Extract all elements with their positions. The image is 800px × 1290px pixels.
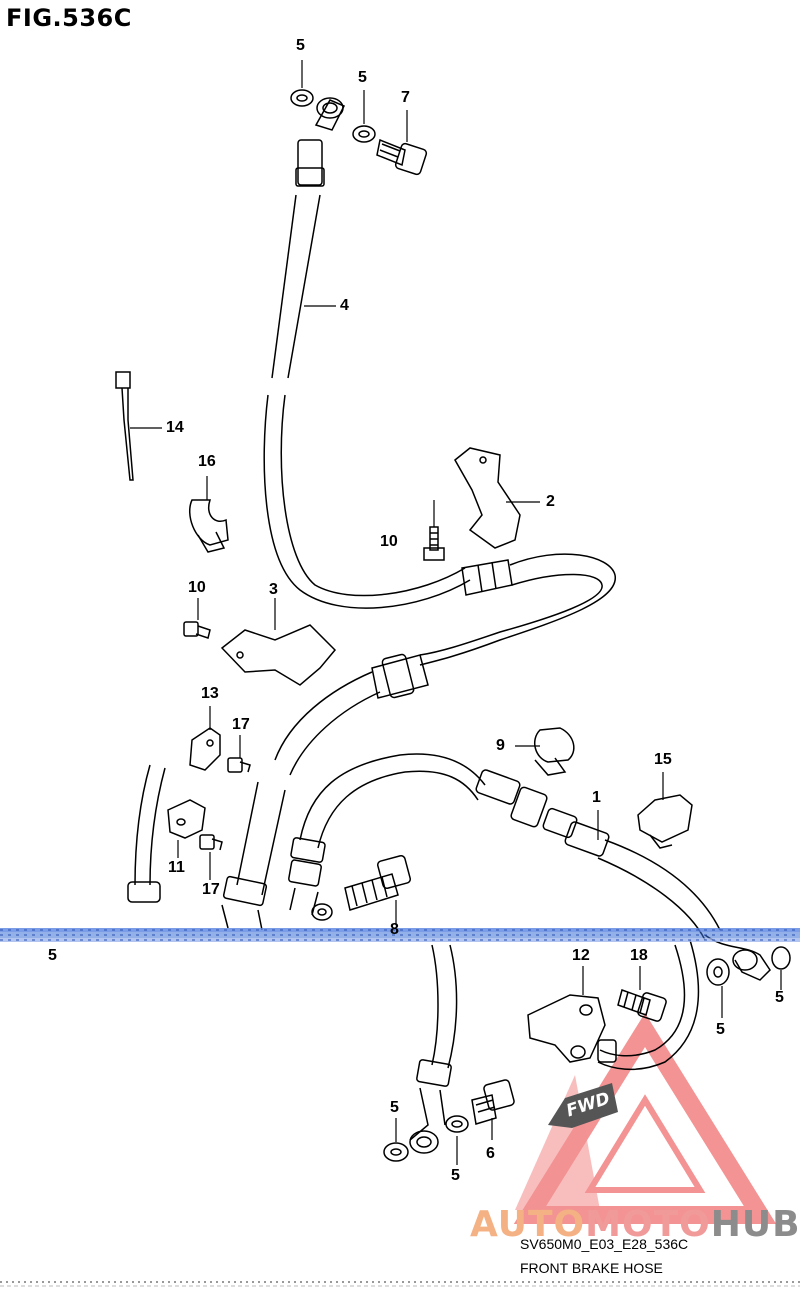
callout-5-bottom-b: 5 <box>451 1167 460 1184</box>
callout-7: 7 <box>401 89 410 106</box>
cable-tie-14 <box>115 371 134 481</box>
bracket-12 <box>527 994 606 1063</box>
callout-5-right-a: 5 <box>716 1021 725 1038</box>
callout-16: 16 <box>198 453 216 470</box>
washer-5-bottom-b <box>445 1115 469 1133</box>
callout-12: 12 <box>572 947 590 964</box>
clamp-11 <box>167 799 206 839</box>
hose-joint-upper <box>419 553 616 666</box>
callout-8: 8 <box>390 921 399 938</box>
washer-5-upper-right <box>352 125 376 143</box>
callout-17-a: 17 <box>232 716 250 733</box>
union-bolt-6 <box>471 1079 515 1125</box>
upper-brake-hose <box>263 97 471 609</box>
leader-lines <box>130 60 782 1165</box>
callout-5-top: 5 <box>296 37 305 54</box>
callout-13: 13 <box>201 685 219 702</box>
washer-5-top <box>290 89 314 107</box>
clip-9 <box>533 727 575 776</box>
clamp-15 <box>637 794 693 849</box>
bolt-17-b <box>199 834 223 851</box>
figure-title: FIG.536C <box>6 4 132 32</box>
callout-2: 2 <box>546 493 555 510</box>
bolt-18 <box>617 989 667 1022</box>
fwd-arrow <box>548 1083 618 1128</box>
callout-5-bottom-a: 5 <box>390 1099 399 1116</box>
callout-9: 9 <box>496 737 505 754</box>
bracket-2 <box>454 447 521 549</box>
scan-glitch-band <box>0 928 800 1287</box>
lower-hose-end <box>409 944 458 1154</box>
callout-5-right-b: 5 <box>775 989 784 1006</box>
callout-10-b: 10 <box>188 579 206 596</box>
brake-hose-1 <box>288 753 721 941</box>
callout-5-left: 5 <box>48 947 57 964</box>
callout-1: 1 <box>592 789 601 806</box>
clamp-13 <box>189 727 221 771</box>
union-bolt-7 <box>376 138 428 176</box>
watermark-moto: MOTO <box>585 1204 711 1245</box>
callout-14: 14 <box>166 419 184 436</box>
caption-name: FRONT BRAKE HOSE <box>520 1260 663 1276</box>
caption-code: SV650M0_E03_E28_536C <box>520 1236 689 1252</box>
watermark-text: AUTOMOTOHUB <box>470 1205 800 1245</box>
watermark-auto: AUTO <box>470 1204 586 1245</box>
washer-5-right-a <box>706 958 730 986</box>
callout-3: 3 <box>269 581 278 598</box>
callout-11: 11 <box>168 859 185 876</box>
callout-10-a: 10 <box>380 533 398 550</box>
callout-17-b: 17 <box>202 881 220 898</box>
bracket-3 <box>220 624 337 686</box>
union-bolt-8 <box>311 855 411 921</box>
callout-5-upper-right: 5 <box>358 69 367 86</box>
bolt-10-b <box>183 621 211 639</box>
washer-5-bottom-a <box>383 1142 409 1162</box>
callout-15: 15 <box>654 751 672 768</box>
bolt-17-a <box>227 757 251 773</box>
callout-18: 18 <box>630 947 648 964</box>
watermark-hub: HUB <box>710 1204 800 1245</box>
clamp-16 <box>189 499 229 553</box>
bolt-10-a <box>423 526 445 561</box>
washer-5-right-b <box>771 946 791 970</box>
lower-left-hose <box>127 764 286 931</box>
hose-joint-middle <box>274 653 429 776</box>
callout-6: 6 <box>486 1145 495 1162</box>
callout-4: 4 <box>340 297 349 314</box>
